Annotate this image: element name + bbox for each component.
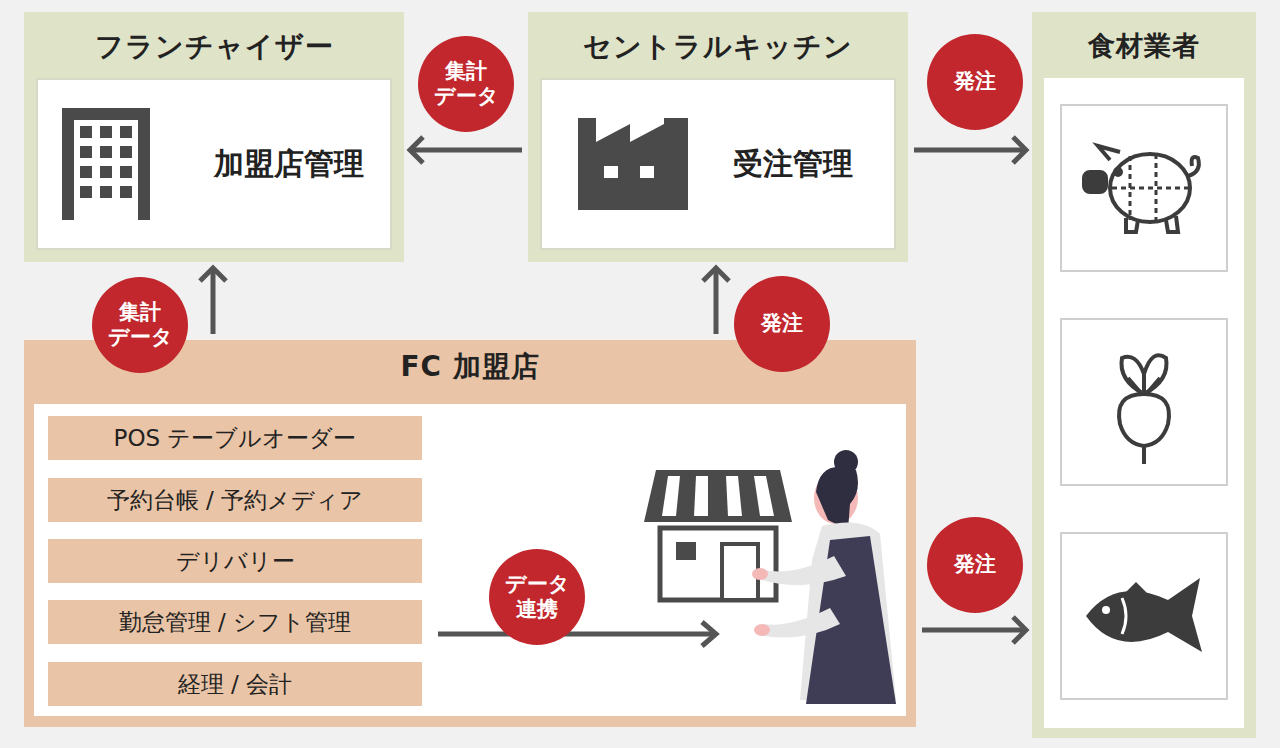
connector [200, 268, 226, 334]
node-box: デリバリー [48, 539, 422, 583]
edge-label-circle: 発注 [927, 34, 1023, 130]
arrow-head [703, 268, 729, 281]
arrow-head [200, 268, 226, 281]
connector [703, 268, 729, 334]
connector [410, 137, 522, 163]
node-text: 経理 / 会計 [178, 669, 292, 700]
node-box: 勤怠管理 / シフト管理 [48, 600, 422, 644]
edge-label-circle: 発注 [927, 517, 1023, 613]
edge-label-circle: 集計 データ [92, 277, 188, 373]
node-text: 勤怠管理 / シフト管理 [119, 607, 351, 638]
building-icon [62, 108, 150, 220]
connector [922, 617, 1026, 643]
node-text: POS テーブルオーダー [114, 423, 357, 454]
node-text: 予約台帳 / 予約メディア [107, 485, 363, 516]
free-label: データ 連携 [500, 572, 574, 622]
edge-label: 集計 データ [429, 59, 503, 109]
node-box: 予約台帳 / 予約メディア [48, 478, 422, 522]
node-text: 受注管理 [733, 144, 853, 185]
node-text: 加盟店管理 [214, 144, 364, 185]
node-text: 食材業者 [1032, 12, 1256, 64]
arrow-head [410, 137, 423, 163]
node-text: セントラルキッチン [528, 12, 908, 65]
arrow-head [1013, 617, 1026, 643]
edge-label-circle: 集計 データ [418, 36, 514, 132]
connector [914, 137, 1026, 163]
edge-label: 集計 データ [103, 300, 177, 350]
node-box: POS テーブルオーダー [48, 416, 422, 460]
node-box: FC 加盟店POS テーブルオーダー予約台帳 / 予約メディアデリバリー勤怠管理… [24, 340, 916, 727]
node-text: デリバリー [176, 546, 295, 577]
edge-label: 発注 [938, 69, 1012, 94]
edge-label-circle: 発注 [734, 276, 830, 372]
arrow-head [1013, 137, 1026, 163]
edge-label: 発注 [745, 311, 819, 336]
edge-label: 発注 [938, 552, 1012, 577]
node-text: フランチャイザー [24, 12, 404, 65]
label-circle: データ 連携 [489, 549, 585, 645]
node-box: 経理 / 会計 [48, 662, 422, 706]
